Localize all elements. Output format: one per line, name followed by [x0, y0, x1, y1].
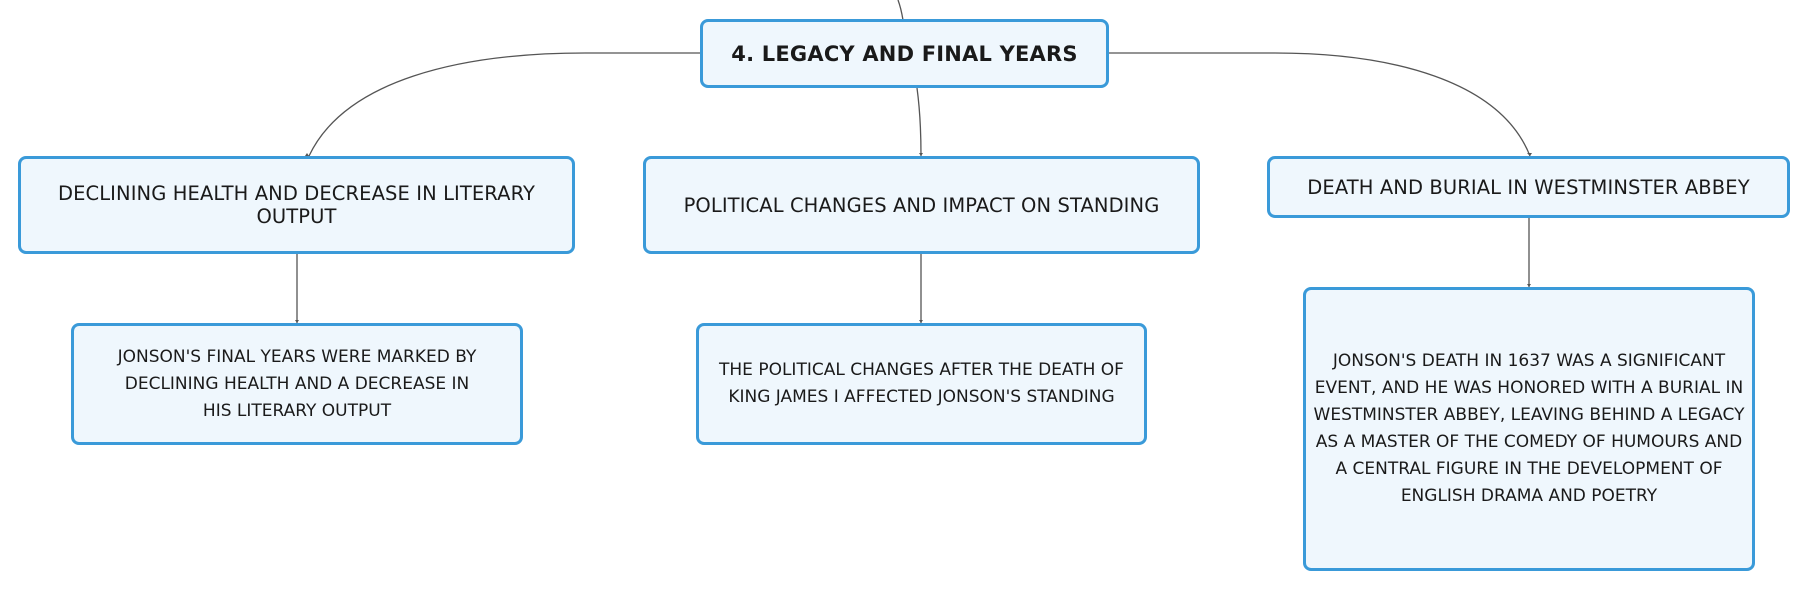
arrowhead-detail-3 — [1527, 284, 1531, 287]
detail-node-death-and-burial[interactable]: JONSON'S DEATH IN 1637 WAS A SIGNIFICANT… — [1303, 287, 1755, 571]
arrowhead-detail-2 — [919, 320, 923, 323]
connector-root-to-branch-2 — [916, 87, 922, 157]
detail-node-text: THE POLITICAL CHANGES AFTER THE DEATH OF… — [719, 360, 1124, 407]
arrowhead-detail-1 — [295, 320, 299, 323]
root-node-label: 4. LEGACY AND FINAL YEARS — [731, 41, 1078, 66]
branch-node-political-changes[interactable]: POLITICAL CHANGES AND IMPACT ON STANDING — [643, 156, 1200, 254]
arrowhead-branch-3 — [1527, 153, 1532, 156]
branch-node-label: DECLINING HEALTH AND DECREASE IN LITERAR… — [57, 182, 536, 228]
arrowhead-branch-2 — [919, 153, 923, 156]
connector-root-to-branch-3 — [1108, 52, 1531, 157]
connector-parent-to-root — [897, 0, 904, 21]
branch-node-label: POLITICAL CHANGES AND IMPACT ON STANDING — [683, 193, 1160, 217]
connector-root-to-branch-1 — [308, 52, 700, 157]
branch-node-label: DEATH AND BURIAL IN WESTMINSTER ABBEY — [1307, 175, 1750, 199]
root-node[interactable]: 4. LEGACY AND FINAL YEARS — [700, 19, 1109, 88]
branch-node-death-and-burial[interactable]: DEATH AND BURIAL IN WESTMINSTER ABBEY — [1267, 156, 1790, 218]
detail-node-text: JONSON'S DEATH IN 1637 WAS A SIGNIFICANT… — [1313, 351, 1745, 506]
arrowhead-branch-1 — [305, 153, 309, 156]
detail-node-political-changes[interactable]: THE POLITICAL CHANGES AFTER THE DEATH OF… — [696, 323, 1147, 445]
branch-node-declining-health[interactable]: DECLINING HEALTH AND DECREASE IN LITERAR… — [18, 156, 575, 254]
detail-node-text: JONSON'S FINAL YEARS WERE MARKED BY DECL… — [117, 346, 477, 421]
detail-node-declining-health[interactable]: JONSON'S FINAL YEARS WERE MARKED BY DECL… — [71, 323, 523, 445]
